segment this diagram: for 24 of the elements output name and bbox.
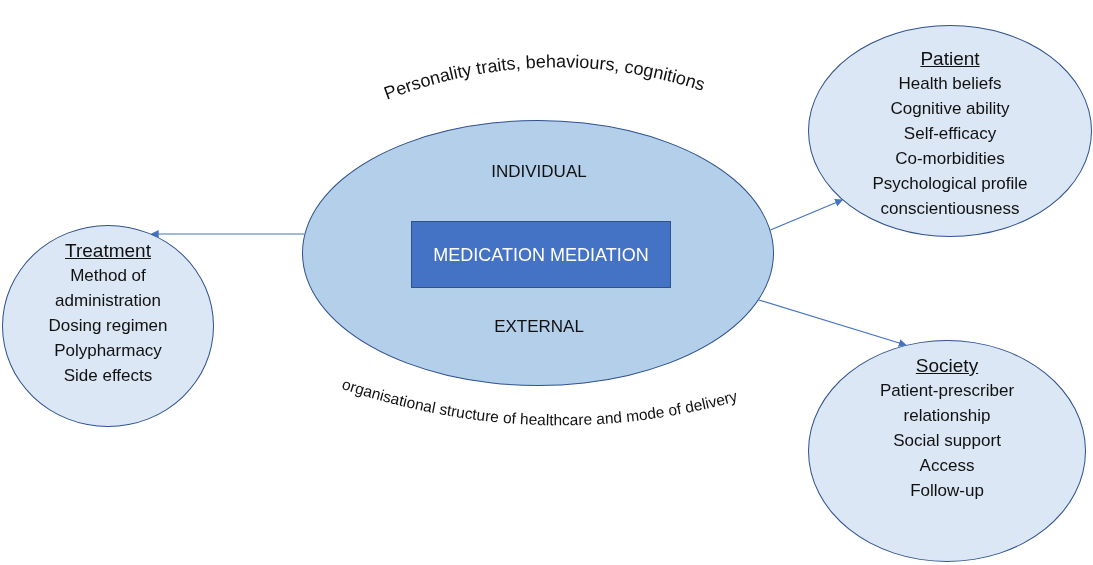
box-label: MEDICATION MEDIATION <box>433 244 649 267</box>
process-box <box>411 221 671 288</box>
factor-item: Cognitive ability <box>890 98 1010 120</box>
factor-item: conscientiousness <box>880 198 1020 220</box>
factor-item: Method of administration <box>54 265 162 312</box>
layer-label: EXTERNAL <box>493 316 585 338</box>
arrow <box>150 230 305 238</box>
factor-item: Dosing regimen <box>48 315 168 337</box>
category-heading: Treatment <box>65 239 151 263</box>
arrow <box>769 199 844 231</box>
category-heading: Society <box>915 354 979 378</box>
factor-item: Co-morbidities <box>895 148 1005 170</box>
factor-item: Polypharmacy <box>54 340 162 362</box>
factor-item: Access <box>919 455 975 477</box>
factor-item: Health beliefs <box>898 73 1002 95</box>
category-heading: Patient <box>920 47 980 71</box>
layer-label: INDIVIDUAL <box>490 161 588 183</box>
factor-item: Psychological profile <box>872 173 1028 195</box>
arrow <box>758 299 907 347</box>
factor-item: Self-efficacy <box>903 123 997 145</box>
factor-item: Side effects <box>63 365 153 387</box>
factor-item: Patient-prescriber relationship <box>878 380 1016 427</box>
factor-item: Follow-up <box>910 480 984 502</box>
factor-item: Social support <box>893 430 1001 452</box>
